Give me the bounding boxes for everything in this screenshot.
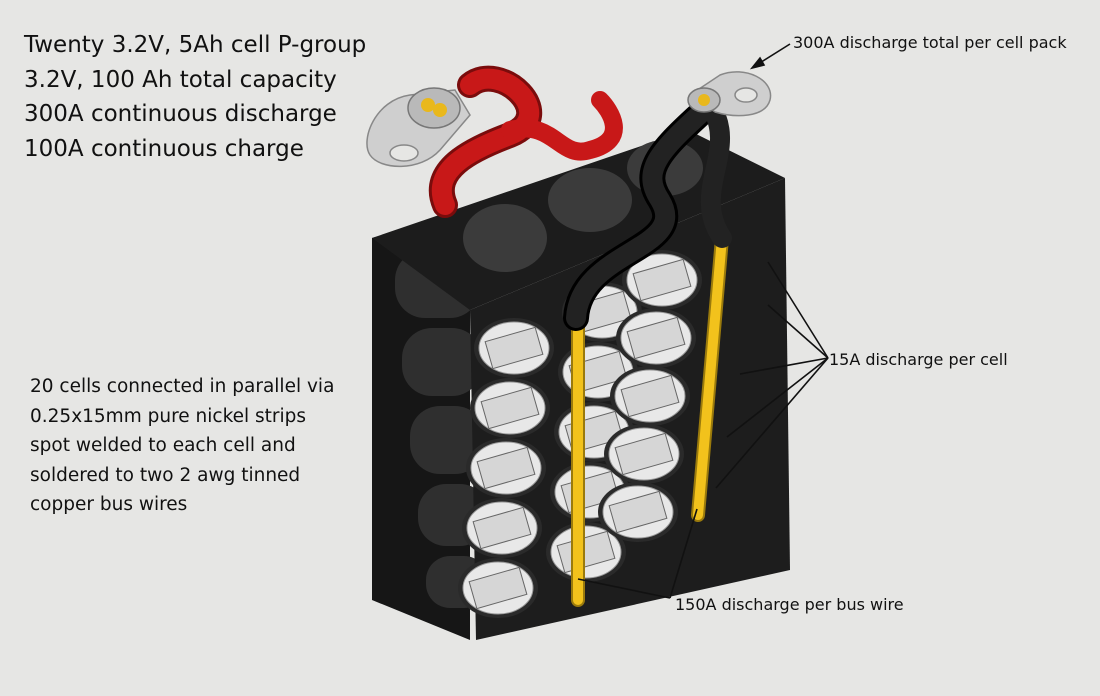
callout-arrows (577, 43, 829, 599)
battery-cell (604, 424, 684, 484)
callout-per-bus-wire: 150A discharge per bus wire (675, 595, 904, 614)
battery-cell (622, 250, 702, 310)
battery-cell (462, 498, 542, 558)
nickel-strip (476, 446, 536, 490)
description-line: 20 cells connected in parallel via (30, 376, 335, 397)
spec-line: 300A continuous discharge (24, 101, 337, 127)
battery-cell (474, 318, 554, 378)
battery-cell (466, 438, 546, 498)
spec-line: 3.2V, 100 Ah total capacity (24, 66, 337, 93)
callout-per-cell: 15A discharge per cell (829, 350, 1008, 369)
nickel-strip (472, 506, 532, 550)
description-line: spot welded to each cell and (30, 435, 296, 456)
spec-list: Twenty 3.2V, 5Ah cell P-group 3.2V, 100 … (24, 28, 366, 166)
battery-cell (458, 558, 538, 618)
nickel-strip (626, 316, 686, 360)
description-line: 0.25x15mm pure nickel strips (30, 405, 307, 427)
callout-total-discharge: 300A discharge total per cell pack (793, 33, 1067, 52)
construction-description: 20 cells connected in parallel via 0.25x… (30, 372, 334, 520)
nickel-strip (632, 258, 692, 302)
pack-top (372, 130, 785, 310)
negative-cable (563, 71, 772, 331)
nickel-strip (620, 374, 680, 418)
nickel-strip (608, 490, 668, 534)
battery-cell (616, 308, 696, 368)
negative-lug (687, 71, 772, 117)
battery-cell (610, 366, 690, 426)
description-line: soldered to two 2 awg tinned (30, 464, 301, 486)
battery-cell (470, 378, 550, 438)
nickel-strip (468, 566, 528, 610)
positive-lug (366, 87, 471, 168)
nickel-strip (480, 386, 540, 430)
spec-line: 100A continuous charge (24, 135, 304, 162)
nickel-strip (614, 432, 674, 476)
bus-wires (571, 231, 729, 607)
spec-line: Twenty 3.2V, 5Ah cell P-group (24, 32, 367, 58)
nickel-strip (484, 326, 544, 370)
positive-cable (366, 65, 623, 218)
battery-cell (598, 482, 678, 542)
cell-grid (458, 250, 702, 618)
description-line: copper bus wires (30, 494, 188, 515)
